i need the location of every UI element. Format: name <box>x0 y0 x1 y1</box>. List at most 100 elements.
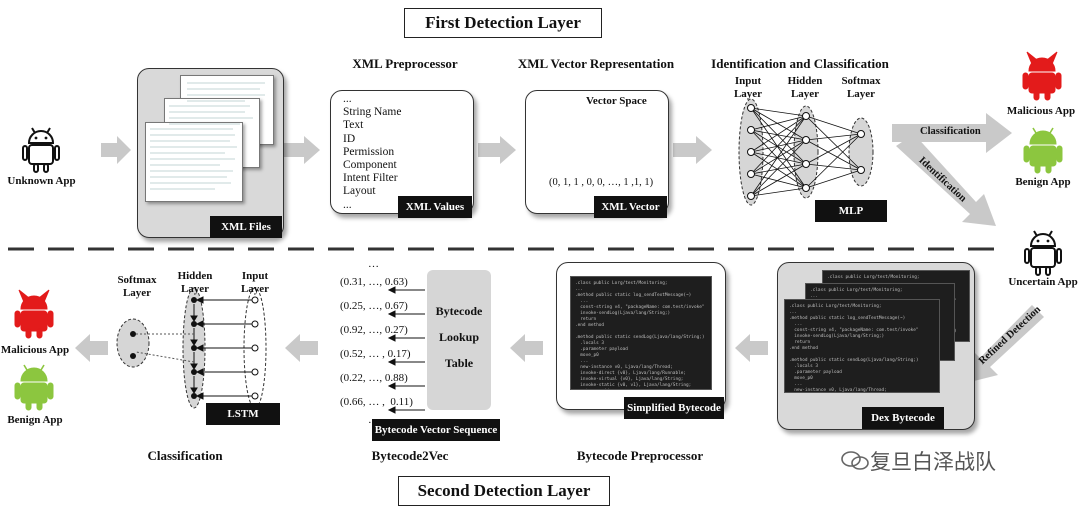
arrow-preprocessor-to-seq <box>510 334 543 362</box>
simplified-bytecode-tag: Simplified Bytecode <box>624 397 724 419</box>
mlp-connection <box>750 115 807 175</box>
mlp-node <box>857 166 865 174</box>
bytecode-vector-item: (0.22, …, 0.88) <box>340 372 408 384</box>
xml-values-tag: XML Values <box>398 196 472 218</box>
malicious-app-label-top: Malicious App <box>1006 105 1076 117</box>
mlp-connection <box>805 139 862 171</box>
arrow-classification <box>892 113 1012 153</box>
second-detection-layer-title: Second Detection Layer <box>398 476 610 506</box>
bytecode-vector-item: (0.25, …, 0.67) <box>340 300 408 312</box>
mlp-connection <box>805 115 862 135</box>
xml-value-item: ID <box>343 132 356 145</box>
benign-app-icon-bottom <box>14 364 54 411</box>
bytecode-vector-item: (0.66, … , 0.11) <box>340 396 413 408</box>
xml-value-item: Component <box>343 159 397 172</box>
lstm-output-link <box>135 351 195 363</box>
lstm-arrowhead <box>195 296 204 304</box>
lstm-input-node <box>251 320 259 328</box>
xml-files-tag: XML Files <box>210 216 282 238</box>
lstm-softmax-node <box>130 353 136 359</box>
xml-vector-representation-title: XML Vector Representation <box>517 56 675 71</box>
mlp-connection <box>750 139 807 153</box>
mlp-node <box>802 136 810 144</box>
xml-preprocessor-title: XML Preprocessor <box>352 56 458 71</box>
lstm-arrowhead <box>190 387 198 394</box>
dex-bytecode-tag: Dex Bytecode <box>862 407 944 429</box>
arrow-seq-to-lstm <box>285 334 318 362</box>
mlp-node <box>857 130 865 138</box>
xml-value-item: Intent Filter <box>343 172 398 185</box>
vector-example: (0, 1, 1 , 0, 0, …, 1 ,1, 1) <box>549 177 654 188</box>
mlp-input-layer-label: Input Layer <box>733 75 763 100</box>
mlp-connection <box>750 163 807 175</box>
mlp-connection <box>750 107 807 141</box>
mlp-network <box>738 98 874 206</box>
mlp-node <box>747 170 755 178</box>
lookup-table-word: Lookup <box>438 330 480 344</box>
bytecode-vector-item: (0.52, … , 0.17) <box>340 348 411 360</box>
benign-app-label-bottom: Benign App <box>7 414 63 426</box>
bytecode2vec-title: Bytecode2Vec <box>371 448 449 463</box>
mlp-node <box>747 148 755 156</box>
unknown-app-icon <box>22 127 60 173</box>
benign-app-label-top: Benign App <box>1015 176 1071 188</box>
arrow-refined-detection <box>962 305 1044 384</box>
bytecode-vector-sequence-tag: Bytecode Vector Sequence <box>372 419 500 441</box>
mlp-connection <box>750 129 807 189</box>
classification-arrow-label: Classification <box>920 126 981 137</box>
mlp-connection <box>750 115 807 197</box>
classification-title: Classification <box>147 448 223 463</box>
xml-value-item: ... <box>343 93 352 105</box>
identification-classification-title: Identification and Classification <box>711 56 889 71</box>
arrow-preprocessor-to-vector <box>478 136 516 164</box>
lstm-hidden-node <box>191 345 197 351</box>
xml-document-lines <box>150 82 265 190</box>
lstm-hidden-layer-label: Hidden Layer <box>177 270 213 295</box>
xml-document <box>145 122 243 202</box>
xml-value-item: Text <box>343 119 364 132</box>
mlp-node <box>802 160 810 168</box>
lstm-network <box>116 287 267 409</box>
xml-value-item: ... <box>343 198 352 211</box>
mlp-softmax-layer-label: Softmax Layer <box>841 75 881 100</box>
lstm-arrowhead <box>195 368 204 376</box>
lstm-arrowhead <box>195 344 204 352</box>
lstm-arrowhead <box>195 320 204 328</box>
mlp-connection <box>750 173 807 189</box>
lstm-tag: LSTM <box>206 403 280 425</box>
dex-code-sheet: .class public Lorg/test/Monitoring; ... … <box>784 299 940 393</box>
mlp-connection <box>805 133 862 189</box>
xml-values-box <box>330 90 474 214</box>
mlp-connection <box>805 115 862 171</box>
mlp-connection <box>750 187 807 197</box>
lookup-table-word: Table <box>444 356 474 370</box>
arrow-xml-to-preprocessor <box>284 136 320 164</box>
lookup-table-word: Bytecode <box>435 304 483 318</box>
xml-value-item: Permission <box>343 145 395 158</box>
mlp-connection <box>750 151 807 165</box>
mlp-connection <box>805 169 862 189</box>
malicious-app-icon-top <box>1022 51 1062 101</box>
bytecode-preprocessor-title: Bytecode Preprocessor <box>576 448 704 463</box>
lstm-hidden-node <box>191 369 197 375</box>
uncertain-app-icon <box>1024 230 1062 276</box>
lstm-input-node <box>251 368 259 376</box>
mlp-connection <box>750 129 807 141</box>
lstm-input-node <box>251 296 259 304</box>
benign-app-icon-top <box>1023 127 1063 174</box>
malicious-app-label-bottom: Malicious App <box>0 344 70 356</box>
mlp-node <box>747 104 755 112</box>
mlp-connection <box>750 115 807 131</box>
xml-value-item: String Name <box>343 106 402 119</box>
mlp-connection <box>750 115 807 153</box>
bytecode-vector-item: (0.92, …, 0.27) <box>340 324 408 336</box>
arrow-dex-to-preprocessor <box>735 334 768 362</box>
mlp-connection <box>805 163 862 171</box>
watermark-text: 复旦白泽战队 <box>870 450 996 474</box>
mlp-connection <box>750 139 807 175</box>
bytecode-vector-list: …(0.31, …, 0.63)(0.25, …, 0.67)(0.92, …,… <box>340 258 413 426</box>
lstm-softmax-node <box>130 331 136 337</box>
xml-vector-tag: XML Vector <box>594 196 667 218</box>
